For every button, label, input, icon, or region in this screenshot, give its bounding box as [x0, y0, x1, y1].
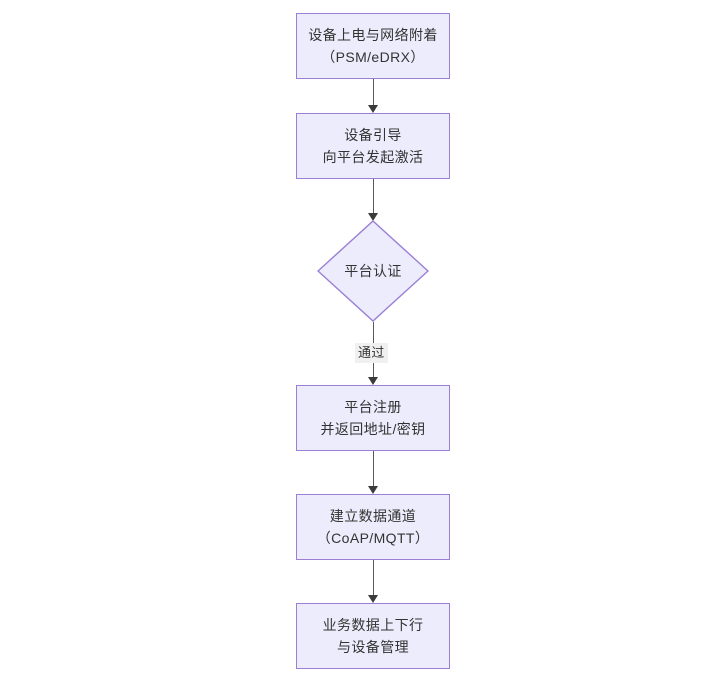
diamond-shape-icon: [317, 220, 429, 322]
arrowhead-icon: [368, 213, 378, 221]
connector-line: [373, 179, 374, 213]
flow-node-power-on[interactable]: 设备上电与网络附着 （PSM/eDRX）: [296, 13, 450, 79]
connector-register-to-channel: [368, 451, 378, 494]
flow-node-data-channel-line-1: 建立数据通道: [329, 507, 417, 524]
flow-node-platform-register-line-1: 平台注册: [344, 398, 402, 415]
flow-node-business-data[interactable]: 业务数据上下行 与设备管理: [296, 603, 450, 669]
connector-line: [373, 79, 374, 105]
connector-bootstrap-to-auth: [368, 179, 378, 221]
flow-node-data-channel-line-2: （CoAP/MQTT）: [316, 530, 430, 546]
arrowhead-icon: [368, 595, 378, 603]
flow-node-bootstrap-line-1: 设备引导: [344, 126, 402, 143]
flow-node-bootstrap-line-2: 向平台发起激活: [322, 149, 424, 165]
edge-label-pass: 通过: [355, 343, 388, 364]
arrowhead-icon: [368, 486, 378, 494]
flow-node-platform-auth[interactable]: 平台认证: [317, 220, 429, 322]
flow-node-bootstrap[interactable]: 设备引导 向平台发起激活: [296, 113, 450, 179]
flow-node-business-data-line-1: 业务数据上下行: [322, 616, 424, 633]
arrowhead-icon: [368, 105, 378, 113]
connector-line: [373, 451, 374, 486]
flow-node-data-channel[interactable]: 建立数据通道 （CoAP/MQTT）: [296, 494, 450, 560]
connector-line: [373, 560, 374, 595]
flow-node-platform-auth-label: 平台认证: [344, 262, 402, 279]
flow-node-business-data-line-2: 与设备管理: [337, 639, 409, 655]
flow-node-power-on-line-1: 设备上电与网络附着: [308, 26, 438, 43]
flow-node-platform-register[interactable]: 平台注册 并返回地址/密钥: [296, 385, 450, 451]
arrowhead-icon: [368, 377, 378, 385]
flow-node-platform-register-line-2: 并返回地址/密钥: [320, 421, 426, 437]
connector-channel-to-business: [368, 560, 378, 603]
connector-power-on-to-bootstrap: [368, 79, 378, 113]
flow-node-power-on-line-2: （PSM/eDRX）: [321, 49, 425, 65]
